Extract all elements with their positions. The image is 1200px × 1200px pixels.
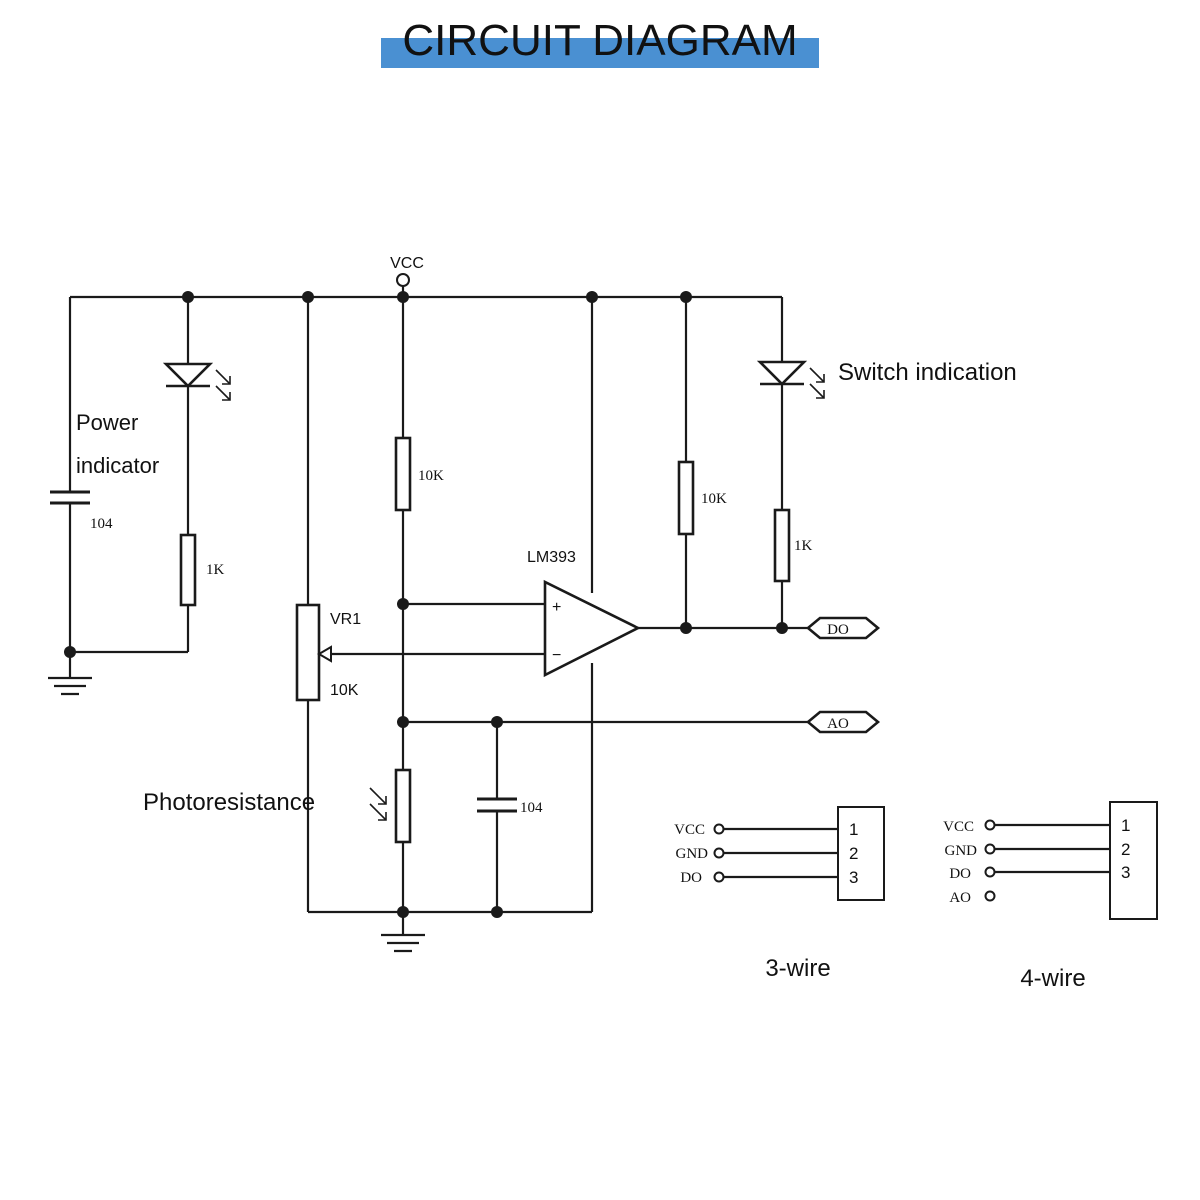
output-tag-ao: [805, 710, 881, 734]
connector4-pin-number: 1: [1121, 816, 1130, 835]
resistor-pullup-value: 10K: [701, 491, 727, 507]
connector3-pin-name: VCC: [674, 822, 705, 838]
capacitor-bottom: [477, 797, 517, 813]
connector4-pin-name: DO: [949, 866, 971, 882]
switch-led: [756, 360, 808, 386]
light-emission-arrows-power-icon: [215, 369, 231, 401]
connector4-pin-number: 3: [1121, 863, 1130, 882]
vcc-label: VCC: [390, 255, 424, 272]
comparator-plus-sign: +: [552, 599, 561, 616]
resistor-top-mid-value: 10K: [418, 468, 444, 484]
connector4-pin-number: 2: [1121, 840, 1130, 859]
connector4-pin-name: AO: [949, 890, 971, 906]
vcc-terminal: [396, 273, 410, 287]
title-bar: [381, 38, 819, 68]
photoresistor: [394, 768, 412, 844]
ground-symbol-center: [381, 933, 425, 953]
potentiometer-label: VR1: [330, 611, 361, 628]
resistor-switch-led: [773, 508, 791, 583]
photoresistance-label: Photoresistance: [143, 789, 315, 816]
power-indicator-label-line2: indicator: [76, 453, 159, 478]
resistor-switch-led-value: 1K: [794, 538, 813, 554]
potentiometer: [295, 603, 321, 702]
comparator-label: LM393: [527, 549, 576, 566]
power-led: [162, 362, 214, 388]
connector-3-wire: VCC 1 GND 2 DO 3: [674, 806, 885, 901]
connector3-pin-name: DO: [680, 870, 702, 886]
output-tag-do-label: DO: [827, 622, 849, 638]
connector4-caption: 4-wire: [1020, 965, 1085, 992]
connector4-pin-name: VCC: [943, 819, 974, 835]
comparator-minus-sign: −: [552, 647, 561, 664]
switch-indication-label: Switch indication: [838, 359, 1017, 386]
capacitor-left: [50, 490, 90, 505]
potentiometer-wiper-arrow-icon: [317, 645, 332, 663]
ground-symbol-left: [48, 676, 92, 696]
connector3-caption: 3-wire: [765, 955, 830, 982]
output-tag-ao-label: AO: [827, 716, 849, 732]
resistor-power-led: [179, 533, 197, 607]
page-title: CIRCUIT DIAGRAM: [402, 16, 797, 65]
connector-4-wire: VCC 1 GND 2 DO 3 AO: [943, 801, 1158, 920]
connector3-pin-number: 1: [849, 820, 858, 839]
light-arrows-photoresistor-icon: [369, 787, 387, 821]
wires: [68, 285, 808, 935]
resistor-power-led-value: 1K: [206, 562, 225, 578]
comparator-lm393: [543, 579, 641, 678]
resistor-pullup: [677, 460, 695, 536]
potentiometer-value: 10K: [330, 682, 359, 699]
light-emission-arrows-switch-icon: [809, 367, 825, 399]
resistor-top-mid: [394, 436, 412, 512]
capacitor-left-value: 104: [90, 516, 113, 532]
connector4-pin-name: GND: [945, 843, 978, 859]
connector3-pin-number: 2: [849, 844, 858, 863]
connector3-pin-number: 3: [849, 868, 858, 887]
junction-nodes: [64, 291, 788, 918]
capacitor-bottom-value: 104: [520, 800, 543, 816]
connector3-pin-name: GND: [676, 846, 709, 862]
power-indicator-label-line1: Power: [76, 410, 138, 435]
output-tag-do: [805, 616, 881, 640]
